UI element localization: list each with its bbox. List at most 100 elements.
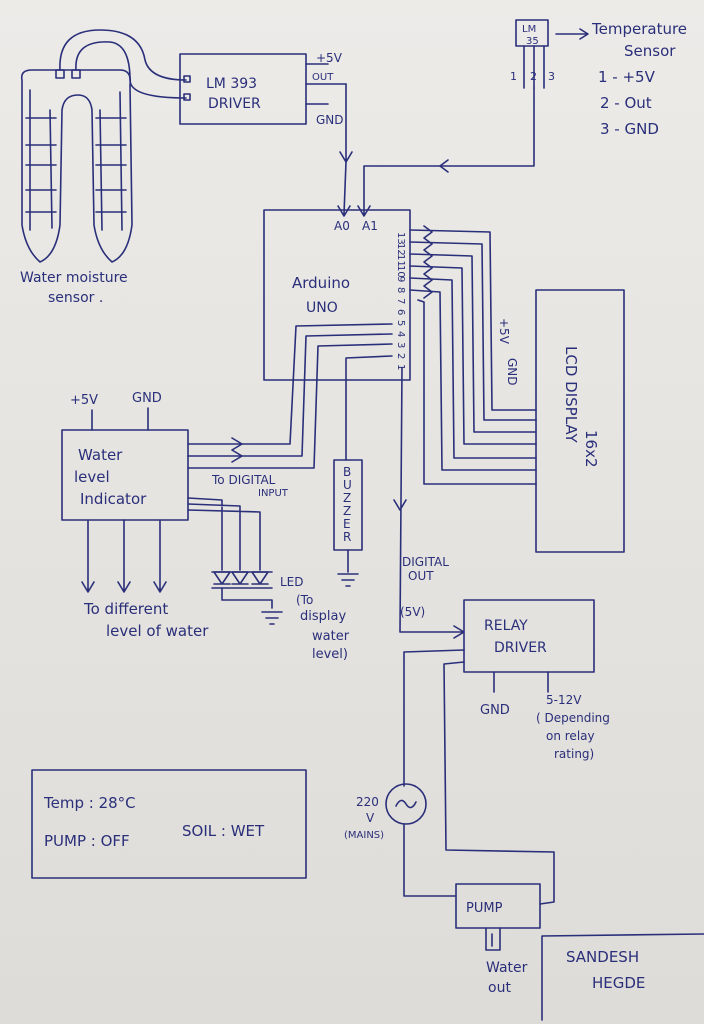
lm393-gnd-label: GND [316,113,344,127]
mains-source-icon [385,783,427,825]
relay-note-2: on relay [546,729,595,743]
arduino-pin-label: 3 [395,342,406,348]
arduino-pin-label: 9 [395,276,406,282]
water-level-supply-leads [91,407,149,431]
pump-box [455,883,541,929]
author-box [541,933,704,1021]
moisture-sensor-wires [59,29,191,101]
lm35-label-2: 35 [526,36,539,47]
pump-label: PUMP [466,901,503,916]
led-note-1: (To [296,593,313,607]
water-level-gnd-label: GND [132,391,162,406]
water-level-digital-label-1: To DIGITAL [211,473,276,487]
temp-pin3-note: 3 - GND [600,120,659,138]
relay-voltage-label: (5V) [400,605,425,619]
lcd-5v-label: +5V [497,318,511,345]
arduino-pin-label: 6 [395,309,406,315]
relay-digital-label-2: OUT [408,569,434,583]
led-note-4: level) [312,647,348,662]
pump-outlet-pipe [485,927,501,951]
relay-gnd-label: GND [480,703,510,718]
buzzer-letter: Z [343,504,351,518]
wires-arduino-to-lcd [409,225,537,485]
water-level-probes-caption-1: To different [83,600,168,618]
wires-relay-to-pump [403,649,555,905]
water-level-title-1: Water [78,446,123,464]
arduino-uno-box [263,209,411,381]
arduino-pin-label: 4 [395,331,406,337]
led-note-3: water [312,629,350,644]
relay-supply-leads [493,671,549,693]
temp-sensor-title-1: Temperature [591,20,687,38]
lm393-5v-label: +5V [316,51,343,65]
relay-supply-label: 5-12V [546,693,582,707]
lm393-out-label: OUT [312,72,334,83]
lcd-size-label: 16x2 [582,430,600,468]
water-level-probes-caption-2: level of water [106,622,209,640]
wire-lm35-to-a1 [357,87,535,217]
buzzer-letter: U [343,478,352,492]
lm35-label-1: LM [522,24,536,35]
wire-lm35-arrow [439,159,449,173]
lm393-driver-label: DRIVER [208,96,261,112]
lcd-title: LCD DISPLAY [562,346,580,443]
arduino-pin-label: 10 [395,265,406,278]
buzzer-ground [337,549,359,587]
temp-pin2-note: 2 - Out [600,94,652,112]
temp-pin1-note: 1 - +5V [598,68,656,86]
moisture-caption-line2: sensor . [48,290,103,306]
lcd-gnd-label: GND [505,358,519,386]
temp-sensor-pointer-arrow [555,28,589,40]
arduino-name-label: Arduino [292,274,350,292]
author-first-name: SANDESH [566,948,639,966]
pump-outlet-label-2: out [488,980,511,996]
arduino-pin-label: 2 [395,353,406,359]
arduino-pin-label: 7 [395,298,406,304]
led-icons [213,571,269,585]
arduino-a0-label: A0 [334,219,350,233]
buzzer-letter: E [343,517,351,531]
mains-voltage-label-1: 220 [356,795,379,809]
wire-to-a0 [337,161,351,217]
relay-driver-box [463,599,595,673]
lm35-chip [515,19,549,47]
arduino-pin-label: 11 [395,254,406,267]
lcd-preview-temp: Temp : 28°C [43,794,136,812]
buzzer-letter: B [343,465,351,479]
lm35-pin-num-1: 1 [510,70,517,83]
moisture-caption-line1: Water moisture [20,270,128,286]
water-level-digital-label-2: INPUT [258,488,289,499]
relay-note-3: rating) [554,747,594,761]
lm35-pin-num-3: 3 [548,70,555,83]
arduino-pin-label: 13 [395,232,406,245]
lm35-pins [523,45,545,89]
water-level-title-2: level [74,468,110,486]
arduino-pin-label: 5 [395,320,406,326]
arduino-pin-label: 8 [395,287,406,293]
arduino-a1-label: A1 [362,219,378,233]
led-note-2: display [300,609,346,624]
arduino-pin-label: 1 [395,364,406,370]
water-level-probe-arrows [81,519,167,593]
buzzer-letter: R [343,530,351,544]
relay-title-2: DRIVER [494,640,547,656]
water-level-5v-label: +5V [70,393,98,408]
lm35-pin-num-2: 2 [530,70,537,83]
arduino-pin-label: 12 [395,243,406,256]
moisture-sensor-probes [20,69,133,263]
mains-voltage-label-2: V [366,811,375,825]
lcd-preview-pump: PUMP : OFF [44,832,130,850]
relay-digital-label-1: DIGITAL [402,555,449,569]
mains-label: (MAINS) [344,830,384,841]
led-label: LED [280,575,304,589]
lm393-driver-box [179,53,307,125]
lm393-pin-leads [305,63,347,105]
author-last-name: HEGDE [592,974,645,992]
relay-note-1: ( Depending [536,711,610,725]
ac-wave-icon [395,799,417,809]
lm393-label: LM 393 [206,76,257,92]
